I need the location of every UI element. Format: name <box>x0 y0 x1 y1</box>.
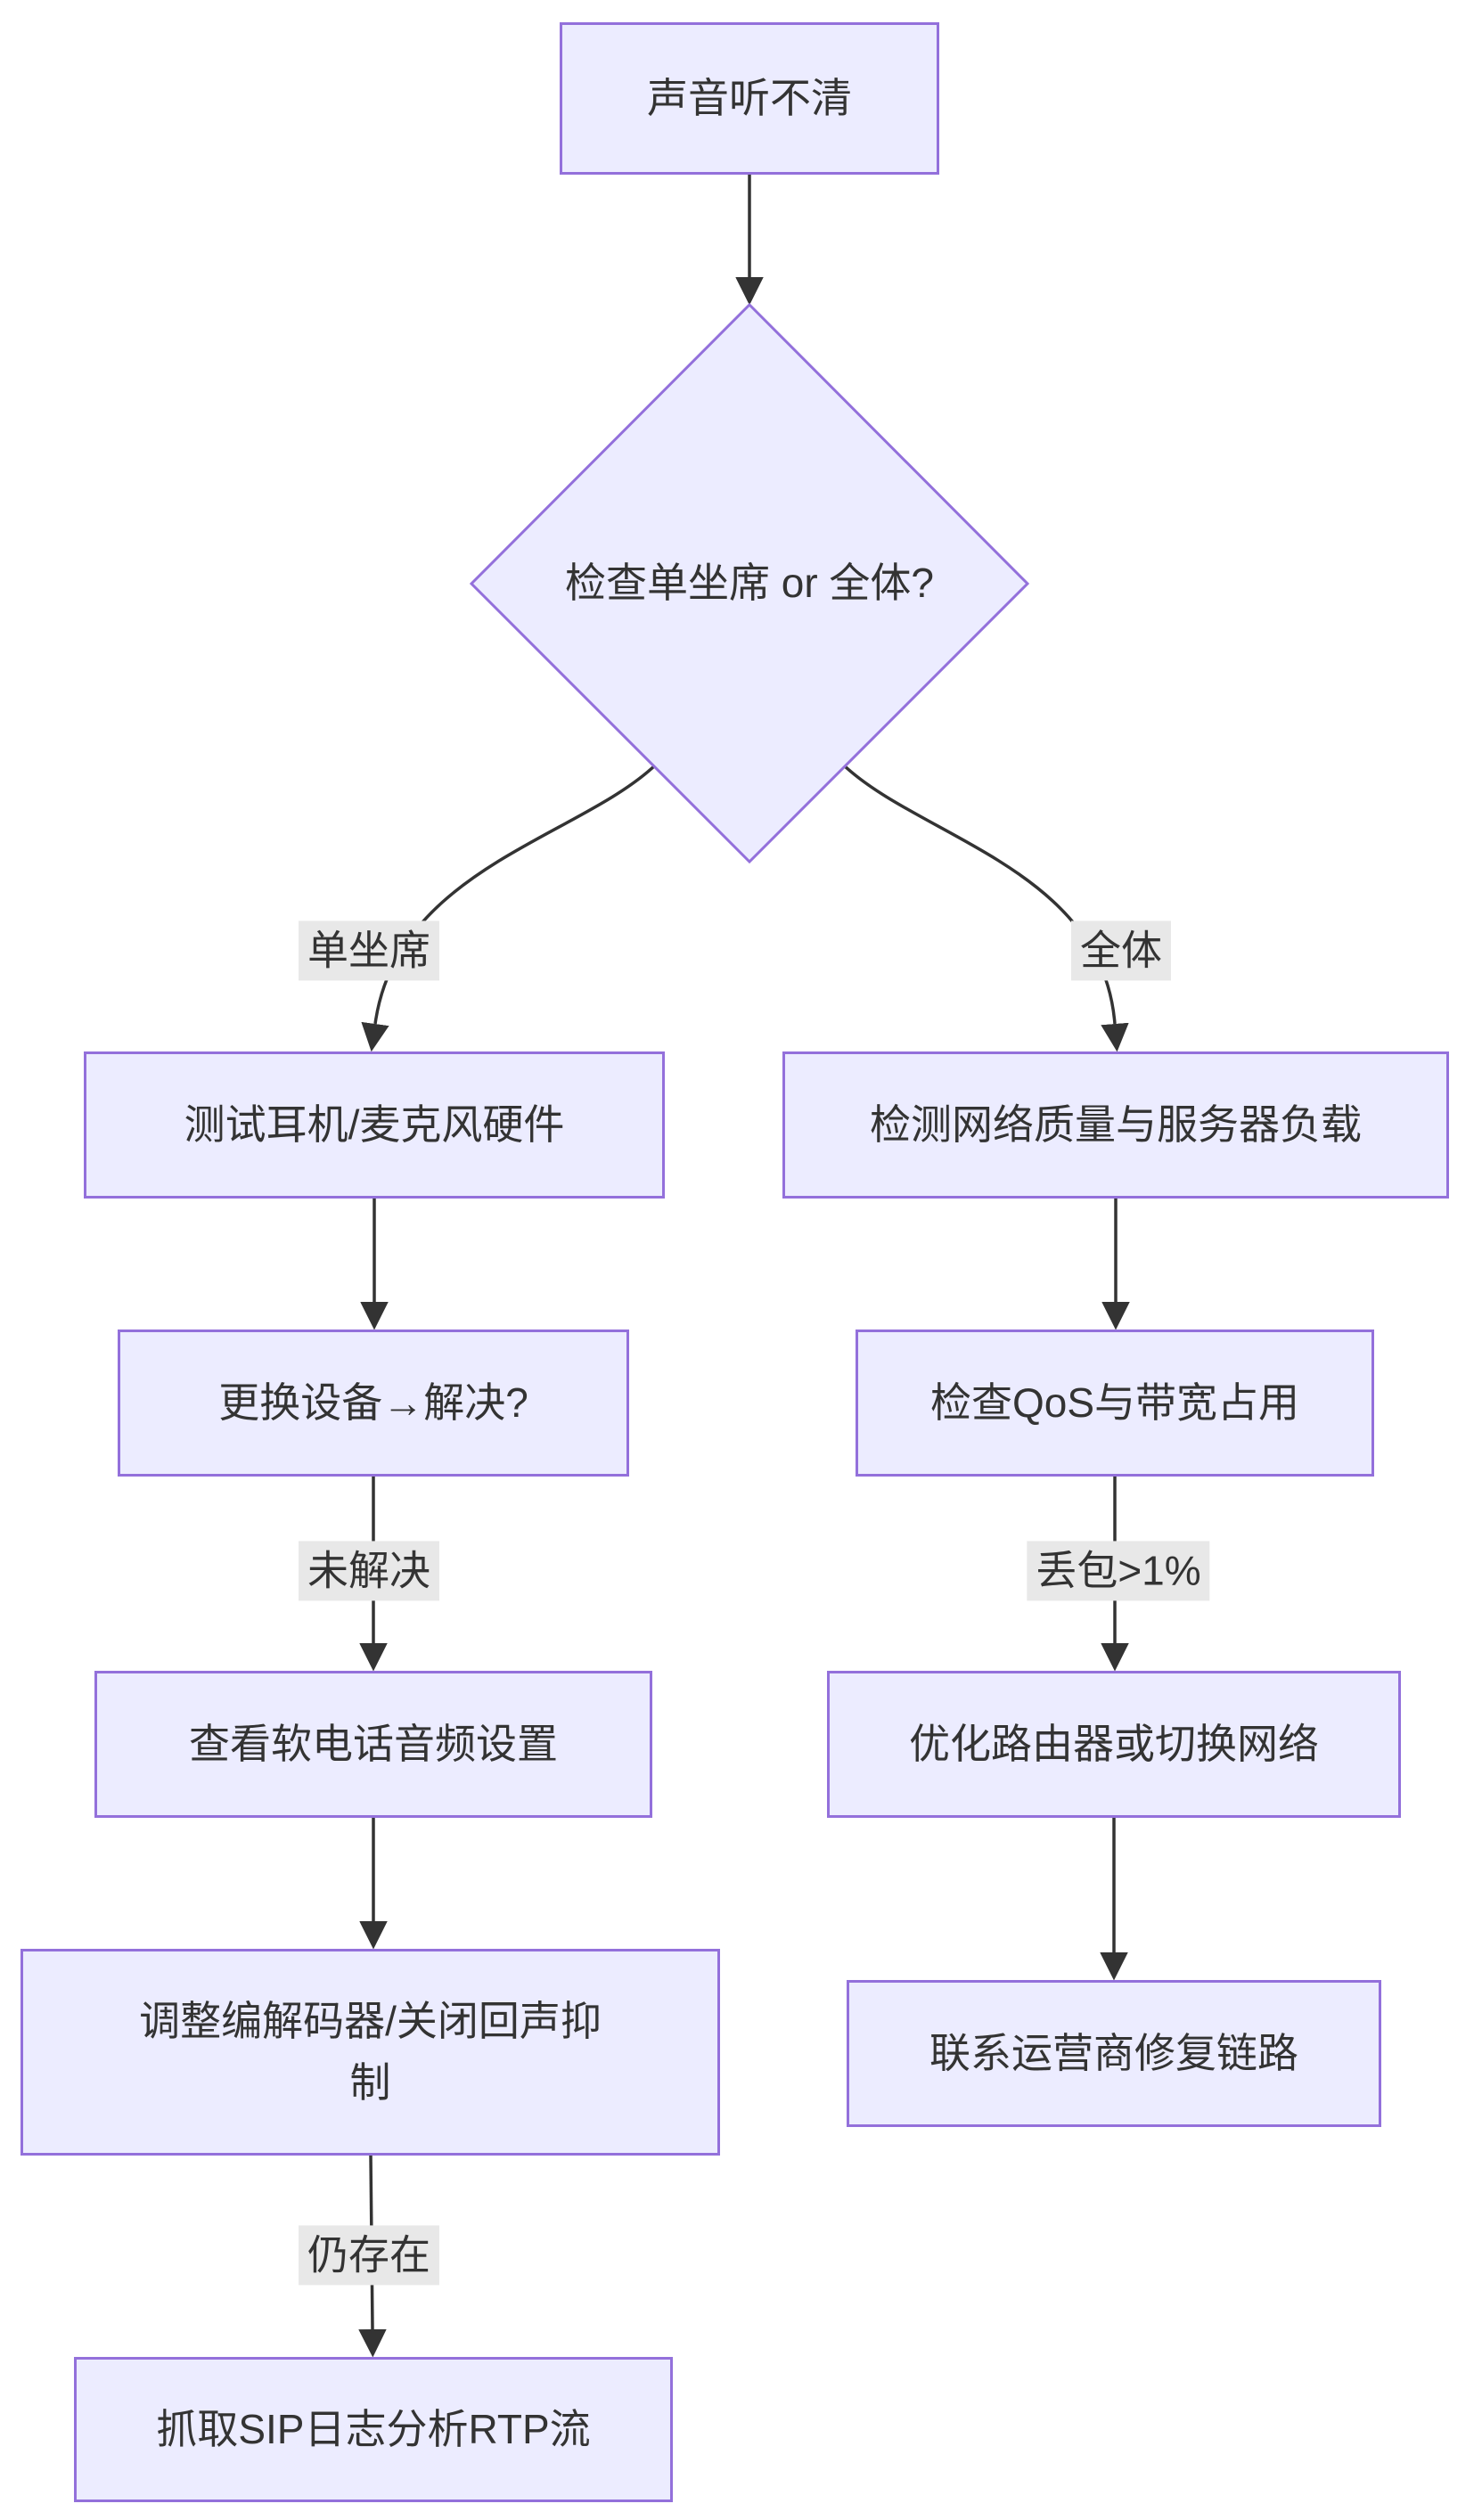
node-right-check-qos-label: 检查QoS与带宽占用 <box>929 1379 1300 1426</box>
edge-label-packet-loss: 丢包>1% <box>1027 1541 1210 1601</box>
node-right-check-qos: 检查QoS与带宽占用 <box>856 1330 1374 1477</box>
node-right-optimize-router-label: 优化路由器或切换网络 <box>909 1721 1319 1767</box>
node-decision-label: 检查单坐席 or 全体? <box>564 560 935 606</box>
edge-label-unsolved: 未解决 <box>299 1541 439 1601</box>
node-right-check-network-server: 检测网络质量与服务器负载 <box>782 1051 1449 1199</box>
node-left-adjust-codec: 调整编解码器/关闭回声抑制 <box>20 1949 720 2156</box>
node-left-test-hardware-label: 测试耳机/麦克风硬件 <box>184 1101 565 1148</box>
node-left-replace-device-label: 更换设备→解决? <box>218 1379 528 1426</box>
node-start: 声音听不清 <box>560 22 939 175</box>
edge-label-everyone: 全体 <box>1071 920 1171 981</box>
node-left-replace-device: 更换设备→解决? <box>118 1330 629 1477</box>
node-right-check-network-server-label: 检测网络质量与服务器负载 <box>870 1101 1362 1148</box>
node-left-adjust-codec-label: 调整编解码器/关闭回声抑制 <box>139 1998 602 2106</box>
node-left-test-hardware: 测试耳机/麦克风硬件 <box>84 1051 665 1199</box>
node-right-contact-carrier: 联系运营商修复链路 <box>847 1980 1381 2127</box>
decision-diamond <box>469 302 1030 864</box>
edge-label-persists: 仍存在 <box>299 2225 439 2286</box>
node-right-optimize-router: 优化路由器或切换网络 <box>827 1671 1401 1818</box>
edge-decision-to-right-branch <box>841 763 1129 1052</box>
node-start-label: 声音听不清 <box>647 75 852 121</box>
node-left-softphone-audio-settings: 查看软电话音频设置 <box>94 1671 652 1818</box>
edge-decision-to-left-branch <box>361 763 658 1052</box>
edge-label-single-agent: 单坐席 <box>299 920 439 981</box>
node-left-softphone-audio-settings-label: 查看软电话音频设置 <box>189 1721 558 1767</box>
node-left-capture-sip-logs-label: 抓取SIP日志分析RTP流 <box>156 2406 591 2452</box>
node-left-capture-sip-logs: 抓取SIP日志分析RTP流 <box>74 2357 673 2502</box>
node-right-contact-carrier-label: 联系运营商修复链路 <box>929 2030 1298 2076</box>
